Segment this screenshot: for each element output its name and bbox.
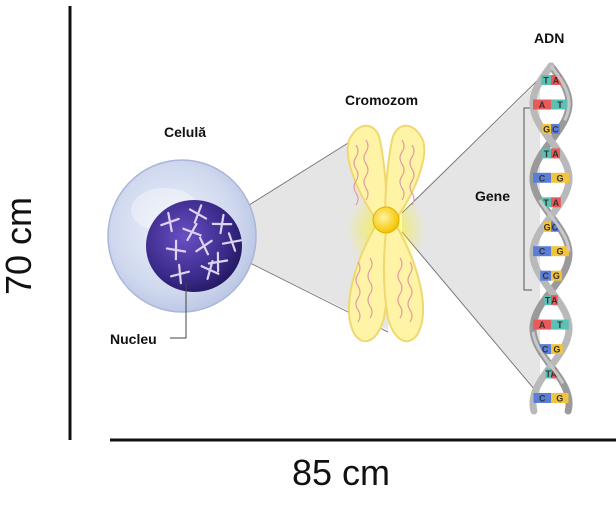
dna-base-letter: G: [556, 247, 563, 257]
dna-base-letter: A: [553, 198, 560, 208]
width-dimension-label: 85 cm: [292, 452, 391, 493]
dna-base-letter: G: [544, 222, 551, 232]
dna-base-letter: A: [553, 76, 560, 86]
dna-base-letter: C: [539, 394, 546, 404]
height-dimension-label: 70 cm: [0, 196, 40, 296]
nucleus-chromosome: [207, 251, 229, 273]
dna-base-letter: G: [556, 394, 563, 404]
dna-backbone-highlight: [531, 65, 571, 412]
dna-base-letter: C: [539, 247, 546, 257]
nucleus-chromosome: [221, 232, 243, 252]
nucleus-pointer-line: [170, 282, 187, 339]
dna-base-letter: C: [552, 222, 559, 232]
dna-base-letter: G: [543, 124, 550, 134]
centromere: [372, 206, 400, 234]
dna-base-letter: G: [556, 173, 563, 183]
chromosome-to-dna-cone: [402, 80, 540, 395]
dna-base-letter: A: [552, 149, 559, 159]
dna-base-letter: T: [545, 369, 551, 379]
nucleus-chromosome: [182, 222, 202, 242]
dna-base-letter: T: [543, 198, 549, 208]
nucleus-label: Nucleu: [110, 331, 157, 347]
dna-base-letter: T: [557, 320, 563, 330]
nucleus-chromosome: [211, 213, 233, 235]
nucleus-chromosome: [188, 204, 208, 224]
dna-label: ADN: [534, 30, 565, 46]
dna-base-letter: C: [542, 271, 549, 281]
chromosome-label: Cromozom: [345, 92, 419, 108]
genes-label: Gene: [475, 188, 511, 204]
nucleus-chromosome: [169, 263, 191, 285]
dna-base-letter: C: [539, 173, 546, 183]
chromosome: [346, 124, 426, 343]
dna-base-letter: T: [545, 296, 551, 306]
dna-base-letter: G: [553, 271, 560, 281]
cell-label: Celulă: [164, 124, 207, 140]
dna-base-letter: A: [551, 296, 558, 306]
dna-base-letter: C: [552, 124, 559, 134]
gene-bracket: [523, 107, 532, 291]
dna-base-letter: G: [553, 345, 560, 355]
nucleus-chromosome: [165, 239, 187, 261]
dna-base-letter: A: [539, 100, 546, 110]
dna-base-letter: T: [543, 76, 549, 86]
dna-base-letter: T: [544, 149, 550, 159]
dna-base-letter: T: [557, 100, 563, 110]
dna-base-letter: A: [539, 320, 546, 330]
nucleus-chromosome: [195, 236, 213, 256]
nucleus: [146, 200, 243, 292]
nucleus-chromosome: [160, 211, 180, 233]
dna-base-letter: A: [551, 369, 558, 379]
dna-base-letter: C: [542, 345, 549, 355]
